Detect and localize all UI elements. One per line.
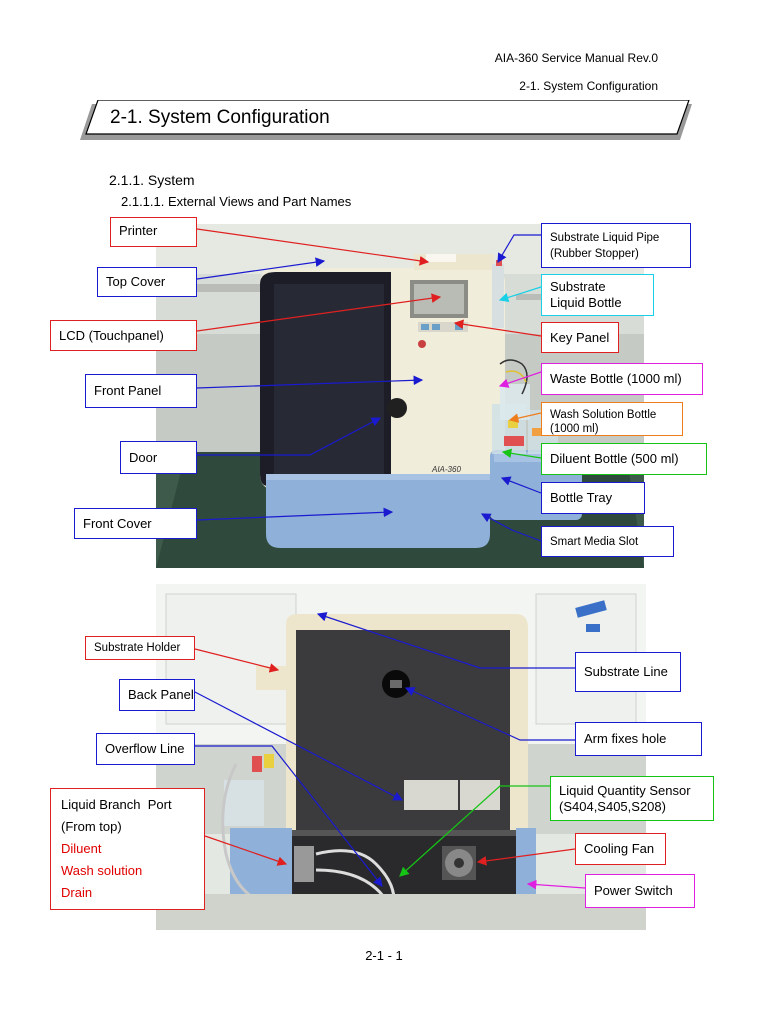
section-heading: 2.1.1. System: [109, 172, 195, 188]
label-bottle-tray: Bottle Tray: [541, 482, 645, 514]
label-lcd-touchpanel: LCD (Touchpanel): [50, 320, 197, 351]
label-liquid-branch-port: Liquid Branch Port (From top) Diluent Wa…: [50, 788, 205, 910]
label-front-panel: Front Panel: [85, 374, 197, 408]
label-waste-bottle: Waste Bottle (1000 ml): [541, 363, 703, 395]
label-power-switch: Power Switch: [585, 874, 695, 908]
label-door: Door: [120, 441, 197, 474]
label-substrate-liquid-bottle: Substrate Liquid Bottle: [541, 274, 654, 316]
back-view-photo: [156, 584, 646, 930]
label-front-cover: Front Cover: [74, 508, 197, 539]
label-back-panel: Back Panel: [119, 679, 195, 711]
label-printer: Printer: [110, 217, 197, 247]
label-arm-fixes-hole: Arm fixes hole: [575, 722, 702, 756]
section-banner: 2-1. System Configuration: [80, 100, 695, 146]
label-wash-solution-bottle: Wash Solution Bottle (1000 ml): [541, 402, 683, 436]
label-diluent-bottle: Diluent Bottle (500 ml): [541, 443, 707, 475]
banner-title: 2-1. System Configuration: [110, 107, 330, 128]
label-liquid-quantity-sensor: Liquid Quantity Sensor (S404,S405,S208): [550, 776, 714, 821]
label-smart-media-slot: Smart Media Slot: [541, 526, 674, 557]
model-badge-text: AIA-360: [431, 465, 461, 474]
label-top-cover: Top Cover: [97, 267, 197, 297]
page-number: 2-1 - 1: [365, 948, 403, 963]
label-cooling-fan: Cooling Fan: [575, 833, 666, 865]
label-key-panel: Key Panel: [541, 322, 619, 353]
section-subheading: 2.1.1.1. External Views and Part Names: [121, 194, 352, 209]
label-overflow-line: Overflow Line: [96, 733, 195, 765]
section-reference: 2-1. System Configuration: [519, 79, 658, 93]
label-substrate-holder: Substrate Holder: [85, 636, 195, 660]
label-substrate-liquid-pipe: Substrate Liquid Pipe (Rubber Stopper): [541, 223, 691, 268]
manual-title: AIA-360 Service Manual Rev.0: [494, 51, 658, 65]
label-substrate-line: Substrate Line: [575, 652, 681, 692]
